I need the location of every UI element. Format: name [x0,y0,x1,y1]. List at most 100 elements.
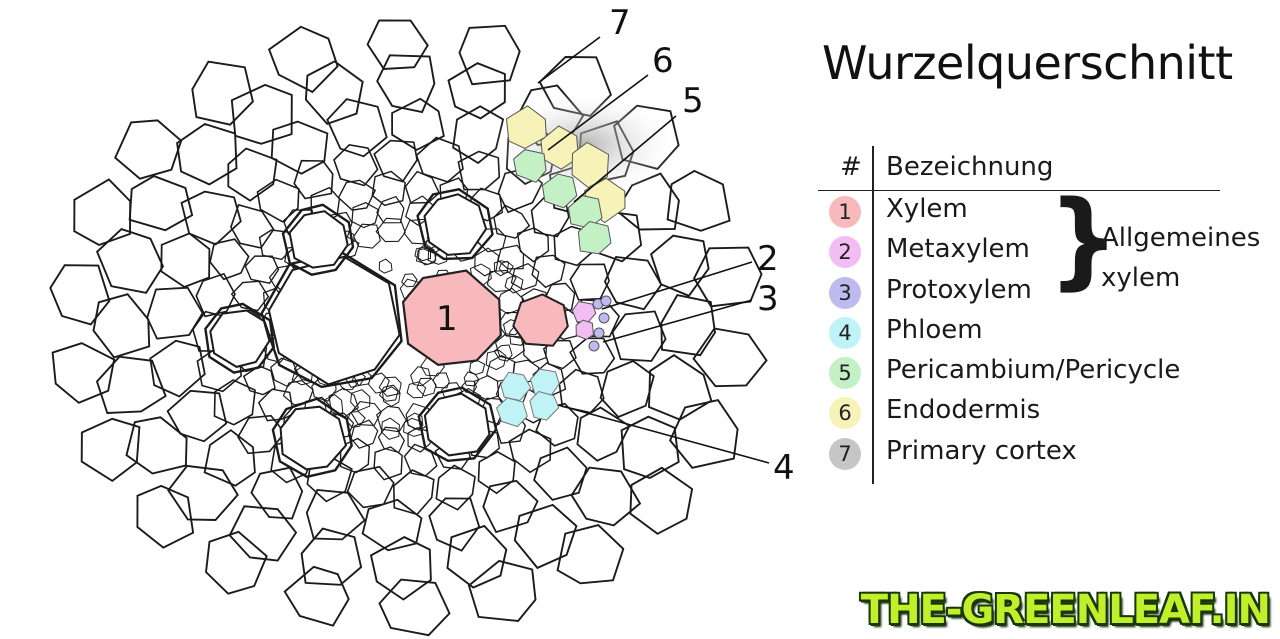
xylem-vessel-small [512,293,569,347]
protoxylem-cell [600,295,612,307]
cortex-cell [237,414,286,455]
cortex-cell [391,97,445,151]
phloem-cell [529,390,560,421]
vessel-left [209,309,271,368]
vessel-bottom-right [423,392,491,457]
stele-cell [485,349,507,371]
cortex-cell [80,417,141,483]
leader-line-4 [557,404,770,464]
central-vessel-outer [260,251,403,389]
cortex-cell [458,24,521,86]
cortex-cell [282,379,314,406]
group-label: Allgemeines xylem [1101,218,1260,298]
cortex-cell [405,402,434,431]
pericycle-cell [541,173,578,209]
cortex-cell [166,389,228,443]
central-vessel [267,255,401,386]
legend-badge-3: 3 [829,276,861,309]
cortex-cell [51,342,116,404]
cortex-cell [242,365,276,396]
cortex-cell [293,159,334,200]
cortex-cell [373,139,418,183]
cortex-cell [213,379,256,426]
stele-cell [498,260,514,274]
cortex-cell [350,419,379,449]
cortex-cell [693,246,763,308]
stele-cell [350,389,371,412]
leader-line-2 [601,261,753,310]
cortex-cell [167,464,239,521]
cortex-cell [472,375,500,401]
cortex-cell [125,416,188,475]
cortex-cell [513,503,578,570]
cortex-cell [205,530,268,595]
cortex-cell [648,354,713,421]
cortex-cell [228,505,298,562]
cortex-cell [666,169,731,232]
xylem-vessels [204,188,612,479]
cortex-cell [435,464,476,511]
vessel-bottom-left [279,405,348,471]
endodermis-cell [505,105,547,149]
stele-cell [380,417,400,440]
cortex-cell [531,254,566,289]
callout-2: 2 [757,239,779,279]
cortex-cell [392,469,435,516]
cortex-cell [371,170,406,207]
stele-cell [415,242,437,266]
phloem-cell [500,371,532,402]
legend-label-4: Phloem [886,314,983,345]
stele-cell [406,381,427,399]
cortex-cell [257,388,294,422]
cortex-cell [195,272,236,318]
legend-label-7: Primary cortex [886,435,1077,466]
legend-header: # Bezeichnung [818,146,1220,191]
cortex-cell [114,119,183,180]
pericycle-cell [577,220,612,255]
stele-cell [414,246,431,262]
highlighted-tissues [490,90,680,428]
cortex-cell [361,498,423,552]
cortex-cell [569,263,610,302]
cortex-cell [556,524,625,585]
protoxylem-cell [598,312,610,324]
cortex-cell [230,83,293,145]
cortex-cell [446,524,508,589]
cortex-cell [660,294,716,357]
cortex-cell [146,286,204,340]
protoxylem-cell [588,340,600,352]
stele-cell [378,384,399,402]
leader-line-3 [602,299,753,343]
cortex-cell [203,429,256,487]
stele-cell [469,359,486,376]
vessel-top-left-outer [281,203,355,276]
cortex-cell [649,234,710,297]
cortex-cell [366,19,429,70]
legend-badge-6: 6 [829,397,861,430]
cortex-cell [668,399,739,469]
cortex-cell [378,578,451,637]
xylem-vessel-large [401,269,502,367]
leader-line-7 [537,36,601,84]
cortex-cell [300,527,363,586]
metaxylem-cell [571,300,597,324]
cortex-cell [403,443,438,477]
callout-leader-lines [537,36,770,464]
cortex-cell [244,255,280,284]
cortex-cell [569,337,616,375]
cortex-cell [250,466,304,520]
cortex-cell [376,54,436,114]
cortex-cell [49,264,111,326]
vessel-top-right [423,193,488,256]
vessel-bottom-left-outer [271,397,353,479]
cortex-cell [516,227,550,263]
vessel-left-outer [204,302,276,374]
cortex-cell [337,179,377,211]
callout-1: 1 [436,299,458,339]
